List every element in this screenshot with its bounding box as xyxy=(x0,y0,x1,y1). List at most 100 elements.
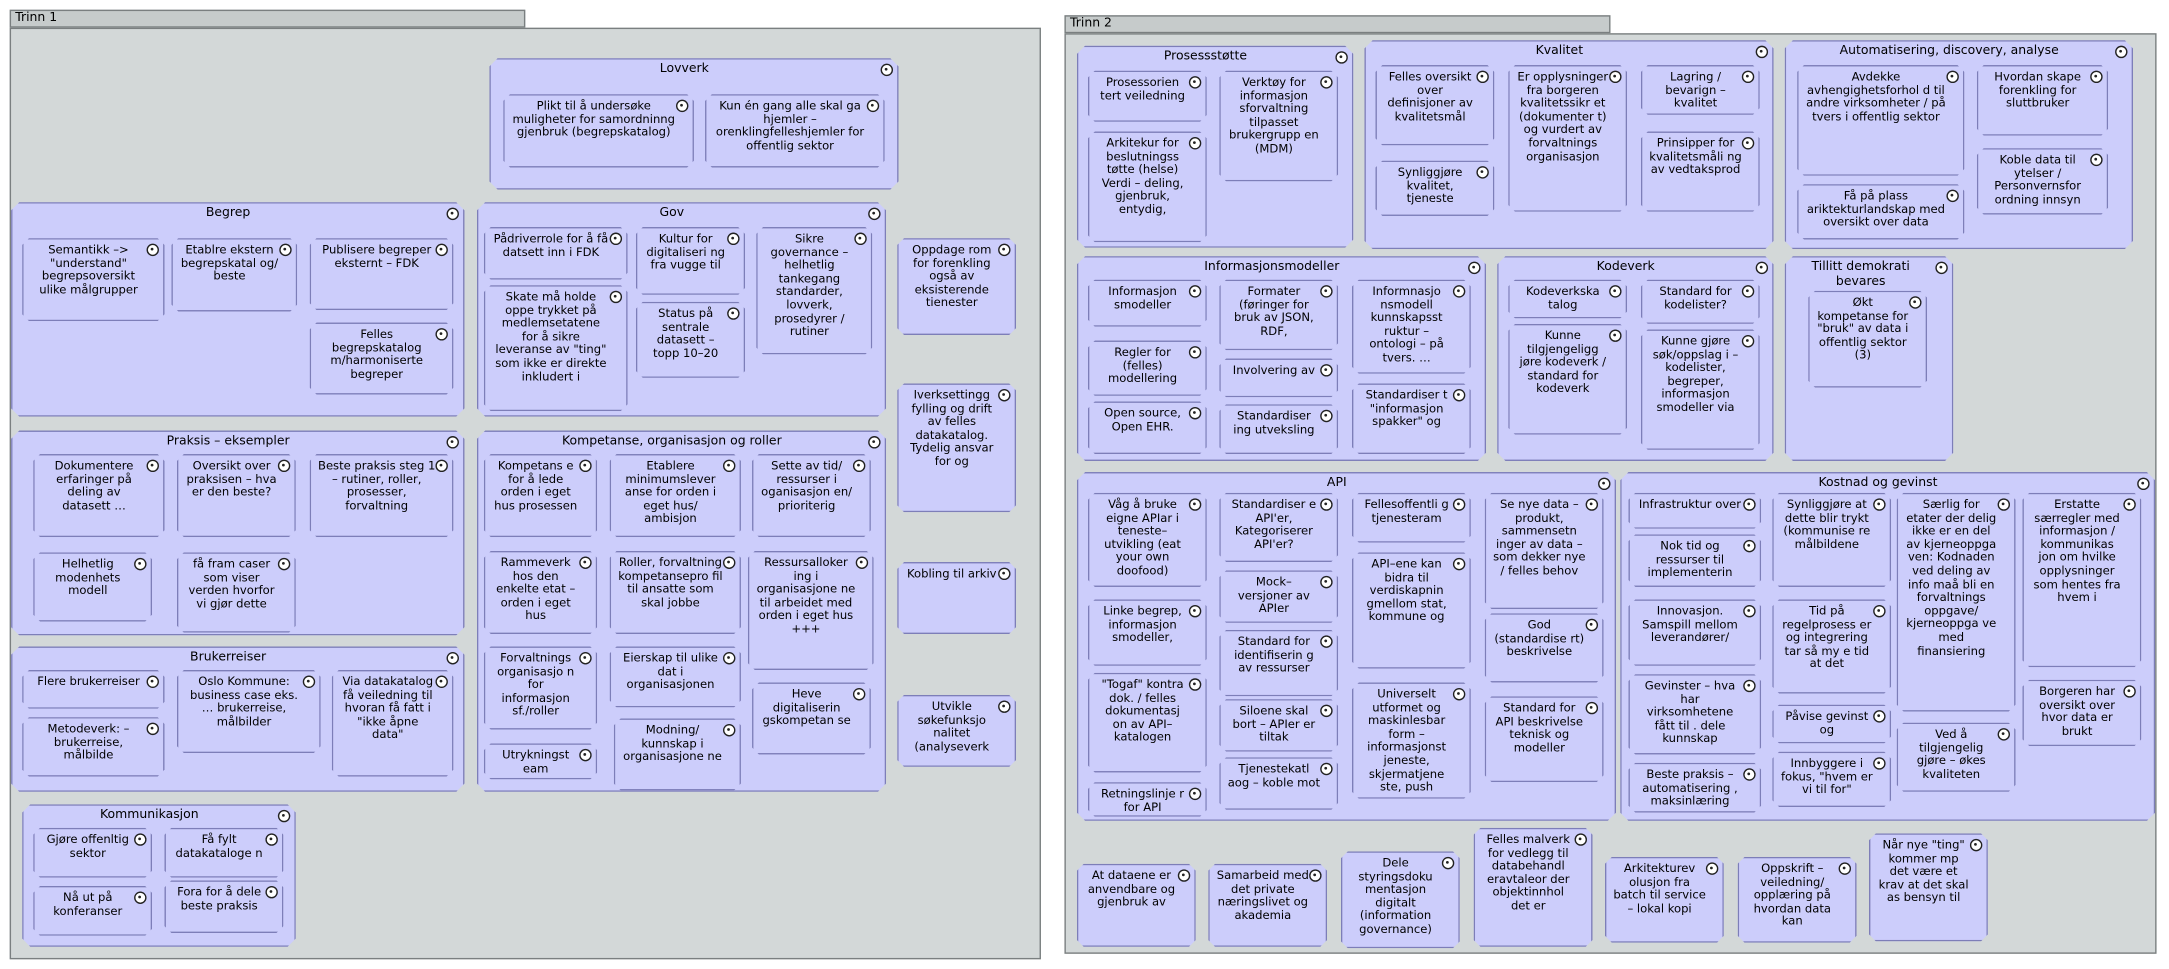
target-icon[interactable] xyxy=(2090,154,2102,166)
target-icon[interactable] xyxy=(278,460,290,472)
target-icon[interactable] xyxy=(1609,285,1621,297)
card[interactable]: Kobling til arkiv xyxy=(897,562,1016,634)
card[interactable]: Koble data til ytelser / Personvernsfor … xyxy=(1977,148,2108,214)
card[interactable]: Dele styringsdoku mentasjon digitalt (in… xyxy=(1341,851,1460,948)
card[interactable]: Linke begrep, informasjon smodeller, xyxy=(1088,599,1207,665)
target-icon[interactable] xyxy=(676,100,688,112)
target-icon[interactable] xyxy=(1873,757,1885,769)
card[interactable]: Lagring / bevarign – kvalitet xyxy=(1641,65,1760,115)
card[interactable]: Sette av tid/ ressurser i oganisasjon en… xyxy=(752,454,871,537)
card[interactable]: Få fylt datakataloge n xyxy=(165,828,284,878)
target-icon[interactable] xyxy=(278,810,290,822)
target-icon[interactable] xyxy=(265,886,277,898)
target-icon[interactable] xyxy=(998,389,1010,401)
target-icon[interactable] xyxy=(1309,869,1321,881)
card[interactable]: Tjenestekatl aog – koble mot xyxy=(1219,757,1338,810)
card[interactable]: Tid på regelprosess er og integrering ta… xyxy=(1772,599,1891,693)
target-icon[interactable] xyxy=(1320,285,1332,297)
card[interactable]: Involvering av xyxy=(1219,359,1338,398)
target-icon[interactable] xyxy=(1873,710,1885,722)
target-icon[interactable] xyxy=(1189,285,1201,297)
card[interactable]: Oversikt over praksisen – hva er den bes… xyxy=(177,454,296,537)
card[interactable]: Informasjon smodeller xyxy=(1088,280,1207,327)
card[interactable]: Kultur for digitaliseri ng fra vugge til xyxy=(636,227,745,295)
card[interactable]: Oppdage rom for forenkling også av eksis… xyxy=(897,238,1016,335)
target-icon[interactable] xyxy=(727,307,739,319)
card[interactable]: Retningslinje r for API xyxy=(1088,782,1207,817)
card[interactable]: Eierskap til ulike dat i organisasjonen xyxy=(610,646,741,707)
card[interactable]: Økt kompetanse for "bruk" av data i offe… xyxy=(1808,291,1927,388)
card[interactable]: Etablre ekstern begrepskatal og/ beste xyxy=(171,238,297,311)
target-icon[interactable] xyxy=(303,676,315,688)
target-icon[interactable] xyxy=(134,891,146,903)
card[interactable]: Gjøre offenltig sektor xyxy=(33,828,152,878)
target-icon[interactable] xyxy=(1442,857,1454,869)
target-icon[interactable] xyxy=(1476,71,1488,83)
card[interactable]: Prinsipper for kvalitetsmåli ng av vedta… xyxy=(1641,132,1760,212)
target-icon[interactable] xyxy=(1189,788,1201,800)
card[interactable]: Beste praksis – automatisering , maksinl… xyxy=(1628,763,1761,813)
card[interactable]: Forvaltnings organisasjo n for informasj… xyxy=(484,646,597,729)
card[interactable]: Standardiser ing utveksling xyxy=(1219,404,1338,454)
card[interactable]: Samarbeid med det private næringslivet o… xyxy=(1208,864,1327,947)
card[interactable]: Oslo Kommune: business case eks. … bruke… xyxy=(177,670,321,753)
card[interactable]: Felles oversikt over definisjoner av kva… xyxy=(1375,65,1494,145)
card[interactable]: Publisere begreper eksternt – FDK xyxy=(310,238,454,310)
target-icon[interactable] xyxy=(868,436,880,448)
card[interactable]: Er opplysninger fra borgeren kvalitetssi… xyxy=(1508,65,1627,212)
target-icon[interactable] xyxy=(435,328,447,340)
card[interactable]: Få på plass ariktekturlandskap med overs… xyxy=(1797,184,1964,239)
card[interactable]: Innovasjon. Samspill mellom leverandører… xyxy=(1628,599,1761,665)
card[interactable]: Kompetans e for å lede orden i eget hus … xyxy=(484,454,597,537)
target-icon[interactable] xyxy=(579,749,591,761)
target-icon[interactable] xyxy=(854,233,866,245)
target-icon[interactable] xyxy=(279,244,291,256)
target-icon[interactable] xyxy=(1320,364,1332,376)
target-icon[interactable] xyxy=(265,833,277,845)
card[interactable]: Nå ut på konferanser xyxy=(33,886,152,936)
target-icon[interactable] xyxy=(881,64,893,76)
target-icon[interactable] xyxy=(1998,498,2010,510)
target-icon[interactable] xyxy=(1320,410,1332,422)
target-icon[interactable] xyxy=(1946,71,1958,83)
target-icon[interactable] xyxy=(1453,389,1465,401)
card[interactable]: Via datakatalog få veiledning til hvoran… xyxy=(332,670,454,777)
card[interactable]: Helhetlig modenhets modell xyxy=(33,552,152,621)
card[interactable]: Borgeren har oversikt over hvor data er … xyxy=(2022,680,2141,746)
target-icon[interactable] xyxy=(1189,407,1201,419)
card[interactable]: API–ene kan bidra til verdiskapnin gmell… xyxy=(1352,552,1471,668)
target-icon[interactable] xyxy=(147,723,159,735)
target-icon[interactable] xyxy=(1575,833,1587,845)
target-icon[interactable] xyxy=(1178,869,1190,881)
target-icon[interactable] xyxy=(1598,478,1610,490)
target-icon[interactable] xyxy=(2123,498,2135,510)
card[interactable]: Metodeverk: – brukerreise, målbilde xyxy=(22,717,164,777)
card[interactable]: Særlig for etater der delig ikke er en d… xyxy=(1897,493,2016,712)
target-icon[interactable] xyxy=(278,558,290,570)
target-icon[interactable] xyxy=(1320,576,1332,588)
target-icon[interactable] xyxy=(1320,705,1332,717)
target-icon[interactable] xyxy=(1742,137,1754,149)
card[interactable]: Påvise gevinst og xyxy=(1772,705,1891,744)
target-icon[interactable] xyxy=(1756,46,1768,58)
card[interactable]: Modning/ kunnskap i organisasjone ne xyxy=(614,718,741,790)
card[interactable]: Synliggjøre kvalitet, tjeneste xyxy=(1375,161,1494,216)
target-icon[interactable] xyxy=(1320,763,1332,775)
card[interactable]: Standard for identifiserin g av ressurse… xyxy=(1219,630,1338,696)
target-icon[interactable] xyxy=(1189,605,1201,617)
card[interactable]: "Togaf" kontra dok. / felles dokumentasj… xyxy=(1088,673,1207,773)
target-icon[interactable] xyxy=(1946,190,1958,202)
card[interactable]: Felles malverk for vedlegg til databehan… xyxy=(1474,828,1593,947)
card[interactable]: Standardiser e API'er, Kategoriserer API… xyxy=(1219,493,1338,562)
card[interactable]: Iverksettingg fylling og drift av felles… xyxy=(897,383,1016,512)
phase-tab-trinn-2[interactable]: Trinn 2 xyxy=(1064,15,1611,34)
target-icon[interactable] xyxy=(1742,335,1754,347)
target-icon[interactable] xyxy=(1839,862,1851,874)
target-icon[interactable] xyxy=(723,460,735,472)
card[interactable]: Innbyggere i fokus, "hvem er vi til for" xyxy=(1772,752,1891,807)
card[interactable]: Universelt utformet og maskinlesbar form… xyxy=(1352,682,1471,798)
target-icon[interactable] xyxy=(1609,71,1621,83)
target-icon[interactable] xyxy=(2123,685,2135,697)
card[interactable]: Oppskrift – veiledning/ opplæring på hvo… xyxy=(1738,857,1857,943)
card[interactable]: Semantikk –> "understand" begrepsoversik… xyxy=(22,238,164,321)
